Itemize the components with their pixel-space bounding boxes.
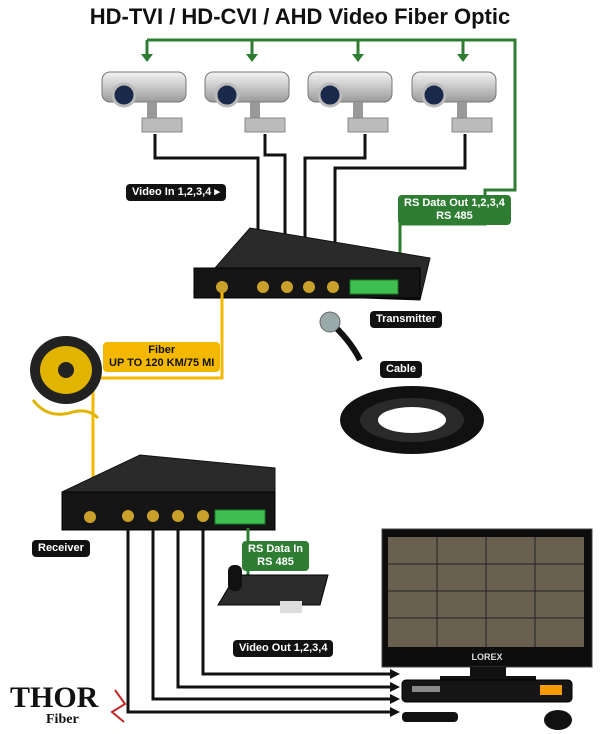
- label-receiver: Receiver: [32, 540, 90, 557]
- label-video-out: Video Out 1,2,3,4: [233, 640, 334, 657]
- thor-sub: Fiber: [46, 712, 79, 727]
- remote-and-mouse: [402, 710, 572, 730]
- video-out-cables: [126, 530, 392, 714]
- monitor-brand: LOREX: [471, 652, 502, 662]
- fiber-reel: [30, 336, 102, 420]
- label-rs-data-out: RS Data Out 1,2,3,4 RS 485: [398, 195, 511, 225]
- diagram-title: HD-TVI / HD-CVI / AHD Video Fiber Optic: [89, 4, 511, 29]
- thor-brand: THOR: [10, 681, 99, 714]
- dvr-device: [401, 679, 573, 703]
- label-transmitter: Transmitter: [370, 311, 442, 328]
- label-cable: Cable: [380, 361, 422, 378]
- video-in-cables: [153, 134, 467, 280]
- label-rs-data-in: RS Data In RS 485: [242, 541, 310, 571]
- camera-4: [411, 71, 497, 133]
- data-arrows: [141, 40, 469, 62]
- video-out-arrows: [390, 669, 400, 717]
- label-fiber: Fiber UP TO 120 KM/75 MI: [103, 342, 221, 372]
- fiber-line: [91, 292, 224, 510]
- receiver-device: [61, 454, 276, 531]
- label-video-in: Video In 1,2,3,4 ▸: [126, 184, 226, 201]
- monitor: [381, 528, 593, 682]
- camera-1: [101, 71, 187, 133]
- camera-2: [204, 71, 290, 133]
- ptz-keyboard: [217, 565, 329, 613]
- camera-3: [307, 71, 393, 133]
- transmitter-device: [192, 227, 431, 301]
- coax-cable: [319, 311, 484, 454]
- thor-logo: [110, 689, 127, 723]
- thor-logo-text: THOR Fiber: [10, 683, 120, 729]
